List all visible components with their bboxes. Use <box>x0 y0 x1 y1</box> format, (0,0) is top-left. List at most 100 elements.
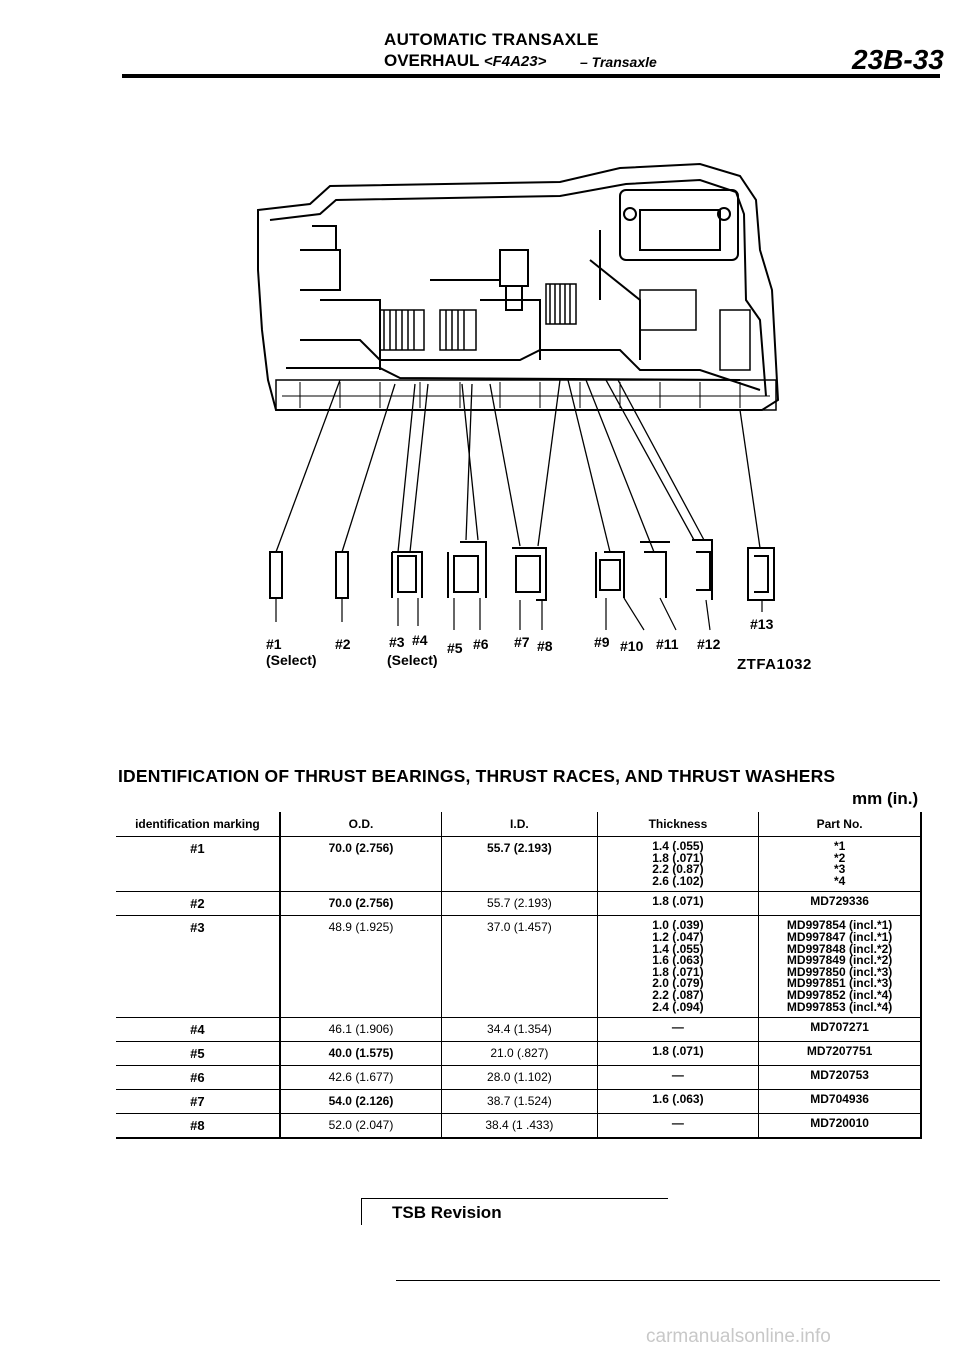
table-header-row: identification marking O.D. I.D. Thickne… <box>116 812 923 837</box>
cell-od: 48.9 (1.925) <box>279 915 443 1018</box>
part-number: MD997853 (incl.*4) <box>786 999 893 1014</box>
cell-thickness: 1.0 (.039)1.2 (.047)1.4 (.055)1.6 (.063)… <box>597 915 760 1018</box>
callout-13: #13 <box>750 616 774 632</box>
select-note-2: (Select) <box>387 652 438 668</box>
header-marking: identification marking <box>116 812 281 837</box>
cell-id: 38.7 (1.524) <box>441 1089 598 1114</box>
section-name: – Transaxle <box>580 54 657 70</box>
thickness-value: 1.0 (.039) <box>652 918 704 933</box>
thickness-value: 1.4 (.055) <box>652 941 704 956</box>
cell-id: 28.0 (1.102) <box>441 1065 598 1090</box>
thickness-value: 1.2 (.047) <box>652 929 704 944</box>
cell-thickness: 1.8 (.071) <box>597 1041 760 1066</box>
subtitle-text: OVERHAUL <box>384 51 480 70</box>
cell-thickness: 1.6 (.063) <box>597 1089 760 1114</box>
cell-id: 55.7 (2.193) <box>441 835 598 892</box>
cell-marking: #7 <box>116 1089 281 1114</box>
select-note-1: (Select) <box>266 652 317 668</box>
cell-od: 52.0 (2.047) <box>279 1113 443 1140</box>
part-7-8-profile <box>512 547 547 601</box>
model-code: <F4A23> <box>483 53 547 70</box>
cell-part-no: MD997854 (incl.*1)MD997847 (incl.*1)MD99… <box>758 915 923 1018</box>
cell-part-no: MD720010 <box>758 1113 923 1140</box>
part-number: MD720010 <box>810 1116 869 1131</box>
thickness-value: — <box>671 1116 684 1131</box>
part-number: MD997848 (incl.*2) <box>786 941 893 956</box>
thickness-value: 2.0 (.079) <box>652 976 704 991</box>
part-number: MD720753 <box>810 1068 869 1083</box>
thickness-value: 1.8 (.071) <box>652 850 704 865</box>
thickness-value: — <box>671 1020 684 1035</box>
thrust-bearing-spec-table: identification marking O.D. I.D. Thickne… <box>116 812 923 1140</box>
tsb-revision-box: TSB Revision <box>361 1198 668 1225</box>
callout-2: #2 <box>335 636 351 652</box>
cell-od: 40.0 (1.575) <box>279 1041 443 1066</box>
part-13-profile <box>747 547 775 601</box>
cell-od: 70.0 (2.756) <box>279 835 443 892</box>
header-part-no: Part No. <box>758 812 923 837</box>
callout-10: #10 <box>620 638 644 654</box>
part-9-10-profile <box>595 551 625 598</box>
cell-id: 37.0 (1.457) <box>441 915 598 1018</box>
cell-marking: #2 <box>116 891 281 916</box>
transaxle-cross-section-diagram <box>257 162 780 631</box>
part-number: *3 <box>833 862 846 877</box>
cell-part-no: MD7207751 <box>758 1041 923 1066</box>
thickness-value: 1.6 (.063) <box>652 953 704 968</box>
page-number: 23B-33 <box>852 44 944 75</box>
callout-8: #8 <box>537 638 553 654</box>
cell-thickness: 1.4 (.055)1.8 (.071)2.2 (0.87)2.6 (.102) <box>597 835 760 892</box>
header-od: O.D. <box>279 812 443 837</box>
thickness-value: 2.2 (.087) <box>652 987 704 1002</box>
callout-5: #5 <box>447 640 463 656</box>
cell-thickness: 1.8 (.071) <box>597 891 760 916</box>
thickness-value: 1.8 (.071) <box>652 964 704 979</box>
cell-thickness: — <box>597 1065 760 1090</box>
watermark: carmanualsonline.info <box>646 1326 831 1347</box>
cell-thickness: — <box>597 1113 760 1140</box>
section-title: AUTOMATIC TRANSAXLE <box>384 30 599 49</box>
callout-6: #6 <box>473 636 489 652</box>
part-number: MD997851 (incl.*3) <box>786 976 893 991</box>
thickness-value: 1.4 (.055) <box>652 839 704 853</box>
cell-marking: #1 <box>116 835 281 892</box>
part-stems <box>275 597 763 631</box>
cell-id: 38.4 (1 .433) <box>441 1113 598 1140</box>
figure-code: ZTFA1032 <box>737 656 812 673</box>
part-number: MD997854 (incl.*1) <box>786 918 893 933</box>
part-3-4-profile <box>391 551 423 598</box>
thickness-value: 2.4 (.094) <box>652 999 704 1014</box>
cell-marking: #3 <box>116 915 281 1018</box>
callout-3: #3 <box>389 634 405 650</box>
part-number: *4 <box>833 873 846 888</box>
part-number: MD7207751 <box>806 1044 873 1059</box>
part-profiles <box>269 539 775 601</box>
header-id: I.D. <box>441 812 598 837</box>
callout-4: #4 <box>412 632 428 648</box>
callout-11: #11 <box>656 636 679 652</box>
section-subtitle: OVERHAUL <F4A23> <box>384 51 546 71</box>
cell-marking: #8 <box>116 1113 281 1140</box>
leader-lines <box>275 379 761 553</box>
header-rule <box>122 74 940 78</box>
part-11-profile <box>640 541 670 598</box>
callout-9: #9 <box>594 634 610 650</box>
thickness-value: 2.6 (.102) <box>652 873 704 888</box>
cell-marking: #6 <box>116 1065 281 1090</box>
callout-12: #12 <box>697 636 721 652</box>
thickness-value: 2.2 (0.87) <box>652 862 704 877</box>
cell-id: 34.4 (1.354) <box>441 1017 598 1042</box>
cell-part-no: MD720753 <box>758 1065 923 1090</box>
cell-od: 54.0 (2.126) <box>279 1089 443 1114</box>
part-number: MD997850 (incl.*3) <box>786 964 893 979</box>
cell-marking: #4 <box>116 1017 281 1042</box>
tsb-revision-label: TSB Revision <box>392 1203 502 1222</box>
callout-7: #7 <box>514 634 530 650</box>
part-number: MD707271 <box>810 1020 869 1035</box>
